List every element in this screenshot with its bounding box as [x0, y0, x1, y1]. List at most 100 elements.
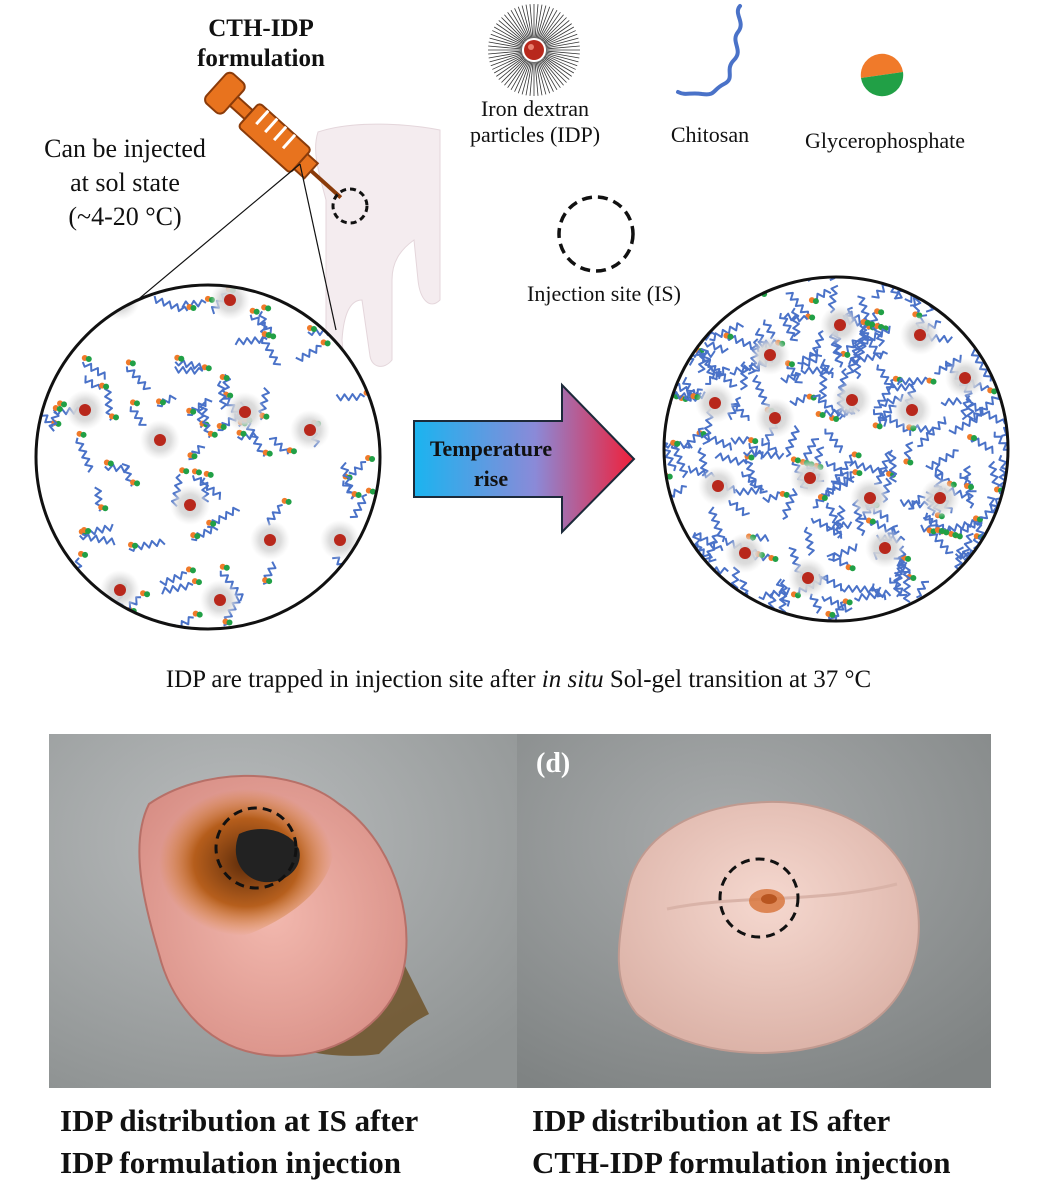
- chitosan-chain: [664, 441, 677, 472]
- photo-label-d: (d): [536, 748, 571, 779]
- temperature-rise-arrow: [413, 382, 636, 535]
- chitosan-chain: [995, 295, 1008, 315]
- gp-dot: [369, 455, 376, 462]
- particle-core: [304, 424, 316, 436]
- particle-core: [224, 294, 236, 306]
- gp-dot: [664, 340, 670, 347]
- gp-dot: [930, 378, 937, 385]
- gp-dot: [937, 283, 944, 290]
- chitosan-chain: [888, 449, 898, 483]
- gp-dot: [95, 295, 102, 302]
- chitosan-chain: [153, 295, 189, 313]
- particle-core: [114, 294, 126, 306]
- chitosan-chain: [846, 339, 861, 375]
- gp-dot: [240, 430, 247, 437]
- chitosan-chain: [848, 350, 889, 366]
- gp-dot: [290, 448, 297, 455]
- chitosan-chain: [979, 497, 1001, 520]
- chitosan-chain: [705, 366, 731, 385]
- syringe-icon: [204, 71, 343, 200]
- chitosan-chain: [340, 599, 370, 614]
- chitosan-chain: [831, 600, 846, 617]
- chitosan-chain: [236, 431, 259, 441]
- chitosan-chain: [723, 600, 743, 619]
- chitosan-chain: [946, 615, 962, 621]
- chitosan-chain: [791, 307, 801, 338]
- gp-dot: [97, 618, 104, 625]
- particle-core: [864, 492, 876, 504]
- chitosan-chain: [761, 438, 778, 453]
- gp-dot: [849, 565, 856, 572]
- chitosan-chain: [664, 387, 672, 397]
- gp-dot: [821, 495, 828, 502]
- chitosan-chain: [697, 352, 707, 374]
- chitosan-chain: [995, 330, 1008, 360]
- chitosan-chain: [739, 361, 749, 391]
- arrow-label-line1: Temperature: [429, 436, 553, 461]
- chitosan-chain: [982, 581, 1007, 600]
- chitosan-chain: [191, 475, 222, 500]
- gp-dot: [310, 326, 317, 333]
- chitosan-chain: [988, 460, 1001, 490]
- chitosan-chain: [995, 584, 1008, 606]
- chitosan-chain: [824, 428, 844, 454]
- injection-note-line2: at sol state: [70, 168, 180, 197]
- chitosan-chain: [892, 383, 914, 392]
- chitosan-chain: [928, 530, 954, 555]
- caption-right: IDP distribution at IS after CTH-IDP for…: [532, 1100, 1032, 1184]
- caption-italic: in situ: [541, 666, 604, 693]
- gp-dot: [43, 331, 50, 338]
- chitosan-chain: [728, 499, 750, 517]
- chitosan-chain: [714, 452, 748, 466]
- gp-dot: [270, 333, 277, 340]
- chitosan-chain: [834, 505, 846, 539]
- chitosan-chain: [693, 532, 724, 552]
- caption-right-line2: CTH-IDP formulation injection: [532, 1145, 951, 1180]
- chitosan-chain: [740, 471, 768, 494]
- chitosan-chain: [966, 292, 981, 325]
- gp-dot: [689, 330, 696, 337]
- photo-cth-idp-injection: [517, 734, 991, 1088]
- particle-core: [846, 394, 858, 406]
- gp-dot: [324, 340, 331, 347]
- idp-legend-line2: particles (IDP): [469, 122, 601, 147]
- chitosan-chain: [75, 437, 94, 473]
- chitosan-chain: [862, 325, 891, 345]
- chitosan-chain: [940, 397, 963, 407]
- gp-dot: [195, 469, 202, 476]
- glycerophosphate-icon: [860, 53, 904, 97]
- particle-core: [239, 406, 251, 418]
- gp-dot: [355, 492, 362, 499]
- gp-dot: [667, 341, 674, 348]
- gp-dot: [129, 360, 136, 367]
- chitosan-chain: [93, 294, 115, 304]
- zoom-line-right: [299, 163, 337, 331]
- chitosan-chain: [261, 337, 281, 366]
- gp-dot: [889, 277, 896, 282]
- caption-after: Sol-gel transition at 37 °C: [603, 666, 872, 693]
- chitosan-chain: [873, 450, 891, 486]
- gp-dot: [159, 399, 166, 406]
- chitosan-chain: [174, 365, 204, 375]
- gp-dot: [144, 591, 151, 598]
- chitosan-chain: [839, 584, 882, 594]
- caption-left-line2: IDP formulation injection: [60, 1145, 401, 1180]
- caption-right-line1: IDP distribution at IS after: [532, 1103, 891, 1138]
- gp-dot: [357, 574, 364, 581]
- injection-site-legend-label: Injection site (IS): [527, 281, 681, 306]
- idp-legend-label: Iron dextran particles (IDP): [450, 96, 620, 148]
- gp-dot: [223, 564, 230, 571]
- gp-dot: [133, 400, 140, 407]
- chitosan-chain: [112, 613, 128, 629]
- chitosan-chain: [785, 425, 800, 458]
- gp-dot: [132, 542, 139, 549]
- chitosan-chain: [217, 380, 228, 410]
- particle-core: [739, 547, 751, 559]
- gp-dot: [864, 320, 871, 327]
- gp-dot: [226, 619, 233, 626]
- gp-dot: [893, 277, 900, 283]
- chitosan-chain: [36, 307, 47, 339]
- gp-dot: [134, 480, 141, 487]
- gp-dot: [943, 529, 950, 536]
- gp-dot: [666, 473, 673, 480]
